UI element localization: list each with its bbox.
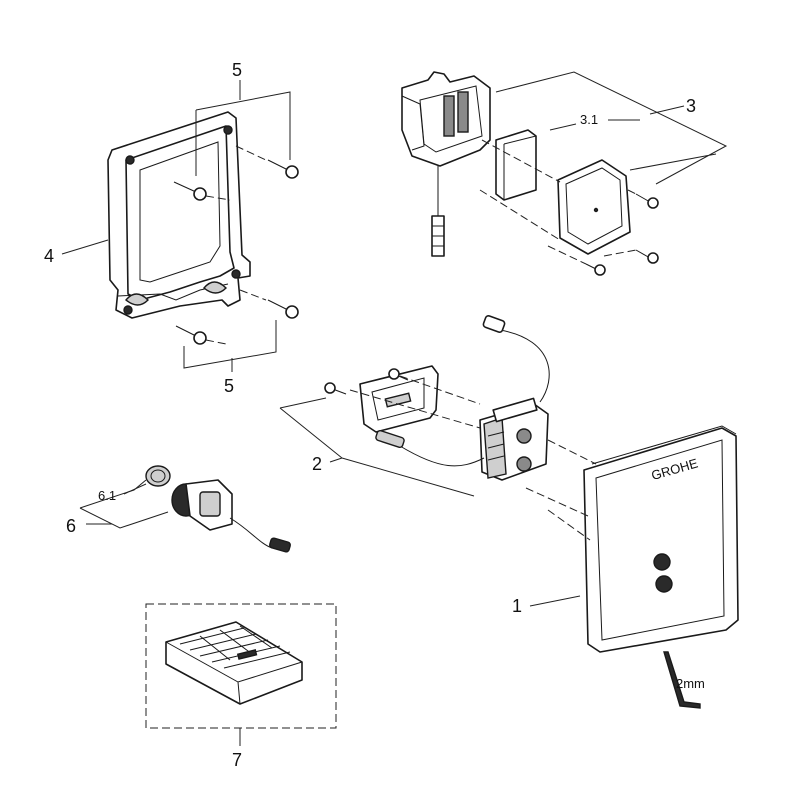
svg-text:6.1: 6.1	[98, 488, 116, 503]
connector-fitting	[171, 479, 291, 553]
callout-3-1: 3.1	[549, 112, 640, 131]
callout-2: 2	[279, 397, 475, 497]
svg-text:5: 5	[224, 376, 234, 396]
callout-7: 7	[232, 728, 242, 770]
screw-top-left	[173, 181, 207, 201]
mounting-frame	[107, 111, 251, 319]
callout-3: 3	[495, 71, 728, 185]
callout-6-1: 6.1	[98, 483, 147, 503]
screw-top-right	[267, 159, 299, 179]
svg-text:2mm: 2mm	[676, 676, 705, 691]
callout-5-bottom: 5	[183, 320, 277, 396]
bracket-screws	[324, 368, 409, 395]
callout-4: 4	[44, 239, 109, 266]
svg-text:2: 2	[312, 454, 322, 474]
battery-pack	[495, 129, 537, 201]
box-screws	[585, 193, 659, 276]
svg-text:4: 4	[44, 246, 54, 266]
cover-plate: GROHE	[583, 425, 739, 653]
svg-text:3.1: 3.1	[580, 112, 598, 127]
filter-screen	[145, 465, 171, 487]
remote-control	[165, 621, 303, 705]
screw-bottom-right	[267, 299, 299, 319]
svg-text:7: 7	[232, 750, 242, 770]
svg-text:1: 1	[512, 596, 522, 616]
svg-text:3: 3	[686, 96, 696, 116]
remote-control-box	[145, 603, 337, 729]
svg-text:5: 5	[232, 60, 242, 80]
callout-6: 6	[66, 479, 169, 536]
callout-5-top: 5	[195, 60, 291, 176]
callout-1: 1	[512, 595, 581, 616]
electronics-box-cover	[557, 159, 631, 255]
electronics-box	[401, 71, 491, 257]
screw-bottom-left	[175, 325, 207, 345]
svg-text:6: 6	[66, 516, 76, 536]
hex-key: 2mm	[663, 651, 705, 709]
solenoid-cable	[375, 314, 550, 467]
solenoid-valve	[479, 397, 549, 481]
